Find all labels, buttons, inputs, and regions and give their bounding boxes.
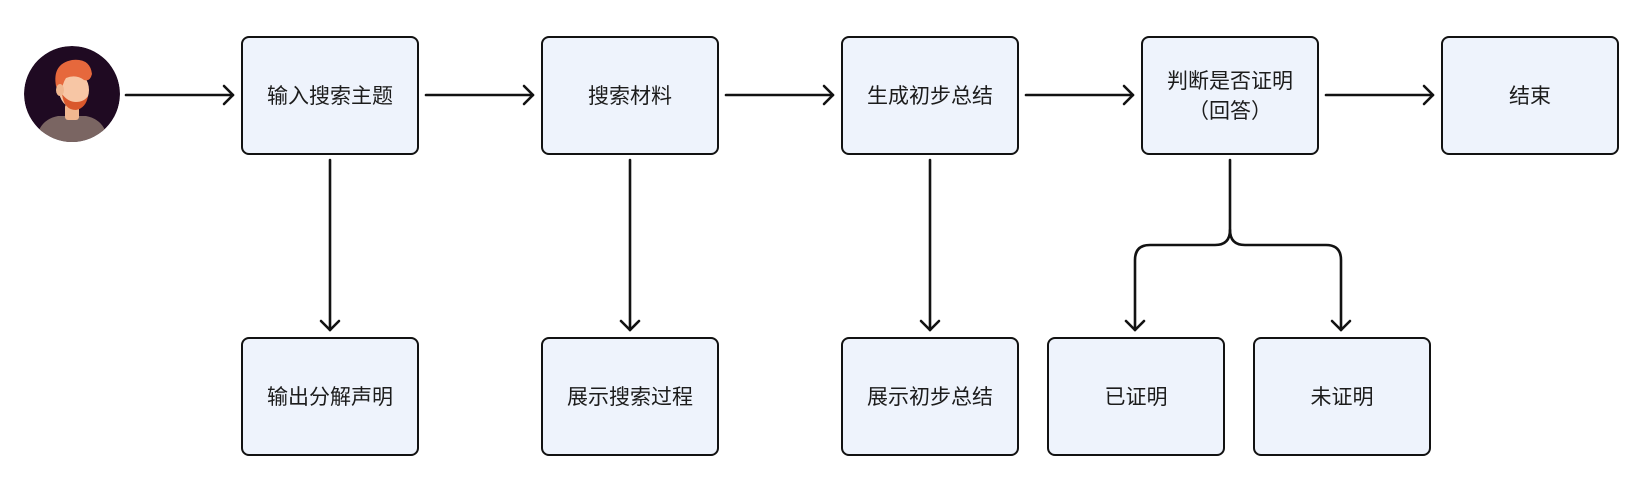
node-output-claims: 输出分解声明 [241, 337, 419, 456]
node-search-material-label: 搜索材料 [588, 83, 672, 108]
node-not-proved: 未证明 [1253, 337, 1431, 456]
arrow-avatar-to-input [124, 84, 235, 106]
node-end-label: 结束 [1509, 83, 1551, 108]
node-generate-summary-label: 生成初步总结 [867, 83, 993, 108]
node-proved-label: 已证明 [1104, 384, 1168, 409]
arrow-search-to-summary [724, 84, 835, 106]
arrow-summary-to-show-summary [919, 158, 941, 332]
node-input-topic-label: 输入搜索主题 [267, 83, 393, 108]
arrow-judge-to-not-proved [1228, 228, 1352, 332]
node-input-topic: 输入搜索主题 [241, 36, 419, 155]
node-proved: 已证明 [1047, 337, 1225, 456]
user-avatar-icon [24, 46, 120, 142]
arrow-input-to-search [424, 84, 535, 106]
node-show-search-label: 展示搜索过程 [567, 384, 693, 409]
node-end: 结束 [1441, 36, 1619, 155]
node-generate-summary: 生成初步总结 [841, 36, 1019, 155]
node-show-summary: 展示初步总结 [841, 337, 1019, 456]
arrow-search-to-show-search [619, 158, 641, 332]
node-show-search: 展示搜索过程 [541, 337, 719, 456]
arrow-judge-to-proved [1124, 158, 1232, 332]
node-output-claims-label: 输出分解声明 [267, 384, 393, 409]
arrow-summary-to-judge [1024, 84, 1135, 106]
node-search-material: 搜索材料 [541, 36, 719, 155]
node-not-proved-label: 未证明 [1310, 384, 1374, 409]
node-judge-proof: 判断是否证明 （回答） [1141, 36, 1319, 155]
node-judge-proof-label: 判断是否证明 （回答） [1167, 68, 1293, 123]
arrow-input-to-output-claims [319, 158, 341, 332]
node-show-summary-label: 展示初步总结 [867, 384, 993, 409]
arrow-judge-to-end [1324, 84, 1435, 106]
